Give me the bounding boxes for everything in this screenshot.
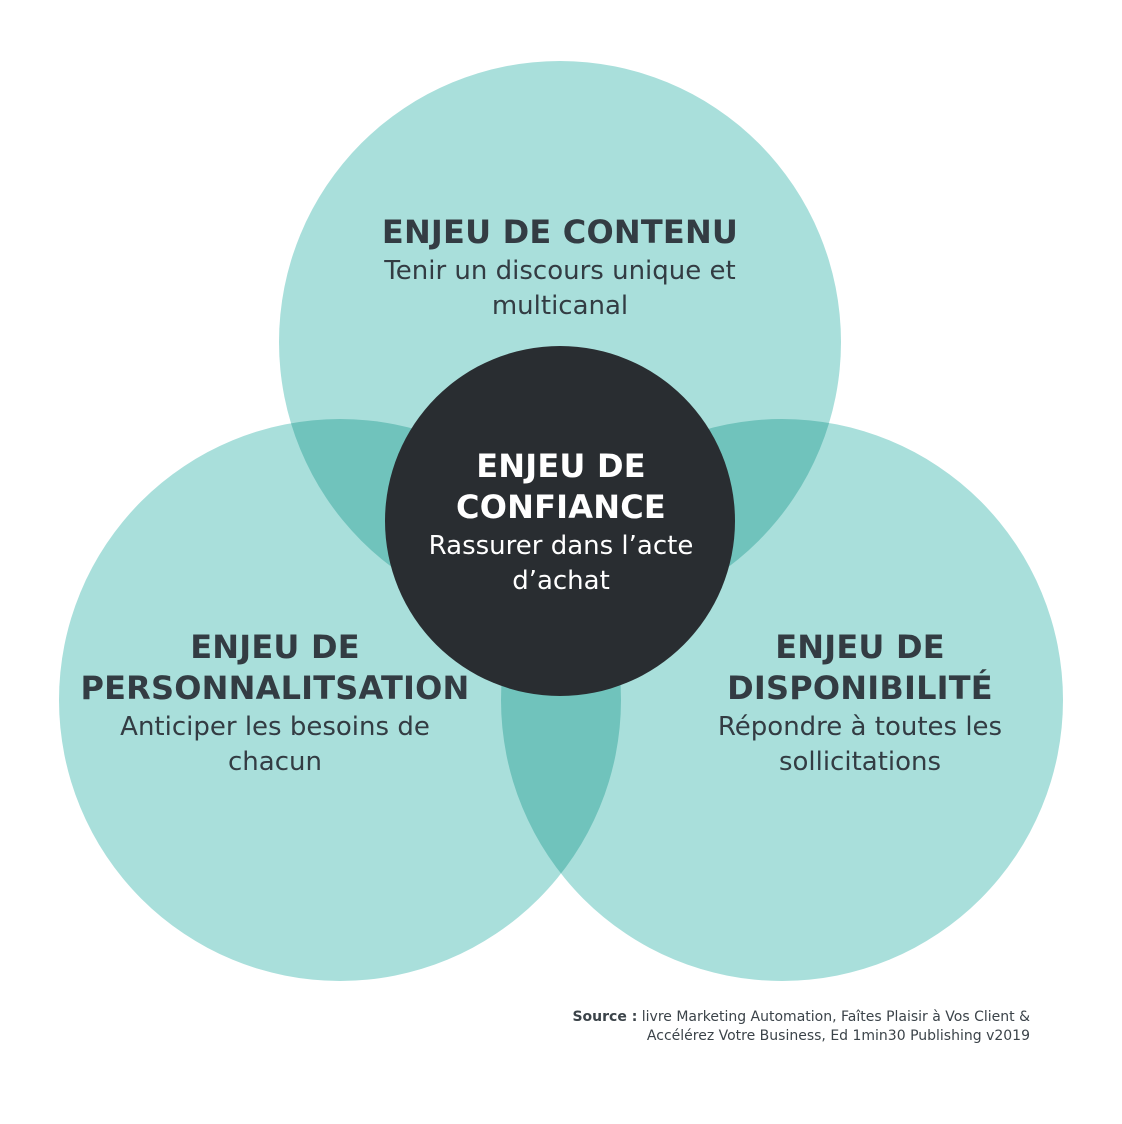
label-disponibilite: ENJEU DE DISPONIBILITÉ Répondre à toutes… [650,627,1070,780]
disponibilite-title: ENJEU DE DISPONIBILITÉ [727,628,993,707]
disponibilite-subtitle: Répondre à toutes les sollicitations [717,712,1003,777]
confiance-subtitle: Rassurer dans l’acte d’achat [428,531,694,596]
label-contenu: ENJEU DE CONTENU Tenir un discours uniqu… [330,212,790,324]
confiance-title: ENJEU DE CONFIANCE [456,447,666,526]
source-label: Source : [572,1009,638,1025]
personnalisation-subtitle: Anticiper les besoins de chacun [120,712,430,777]
circle-confiance [385,346,735,696]
label-personnalisation: ENJEU DE PERSONNALITSATION Anticiper les… [70,627,480,780]
contenu-subtitle: Tenir un discours unique et multicanal [384,256,736,321]
label-confiance: ENJEU DE CONFIANCE Rassurer dans l’acte … [400,446,722,599]
source-note: Source : livre Marketing Automation, Faî… [520,1008,1030,1046]
contenu-title: ENJEU DE CONTENU [381,213,739,251]
source-text: livre Marketing Automation, Faîtes Plais… [641,1009,1030,1044]
personnalisation-title: ENJEU DE PERSONNALITSATION [80,628,470,707]
